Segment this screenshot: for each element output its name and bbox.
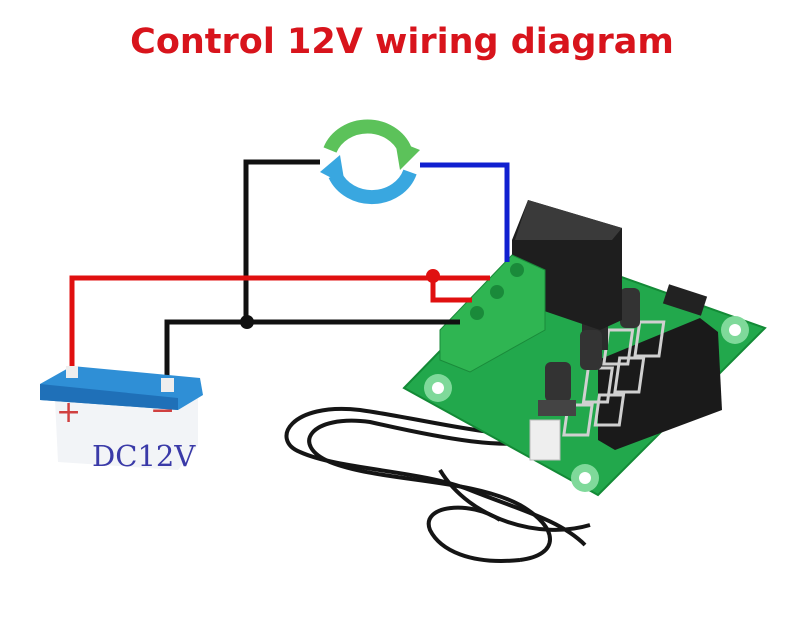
load-wire-black xyxy=(243,159,320,322)
positive-junction xyxy=(426,269,440,283)
diagram-title: Control 12V wiring diagram xyxy=(130,22,674,62)
positive-sign: + xyxy=(56,395,81,430)
positive-wire xyxy=(69,275,490,372)
negative-junction xyxy=(240,315,254,329)
cycle-arrows-icon xyxy=(320,119,420,205)
positive-branch-wire xyxy=(430,278,472,303)
terminal-block xyxy=(439,254,546,373)
load-wire-blue xyxy=(420,162,510,262)
battery: + − DC12V xyxy=(40,366,203,473)
battery-label: DC12V xyxy=(92,439,196,473)
temperature-sensor-cable xyxy=(284,406,591,563)
negative-sign: − xyxy=(150,393,175,428)
negative-wire xyxy=(164,319,460,380)
